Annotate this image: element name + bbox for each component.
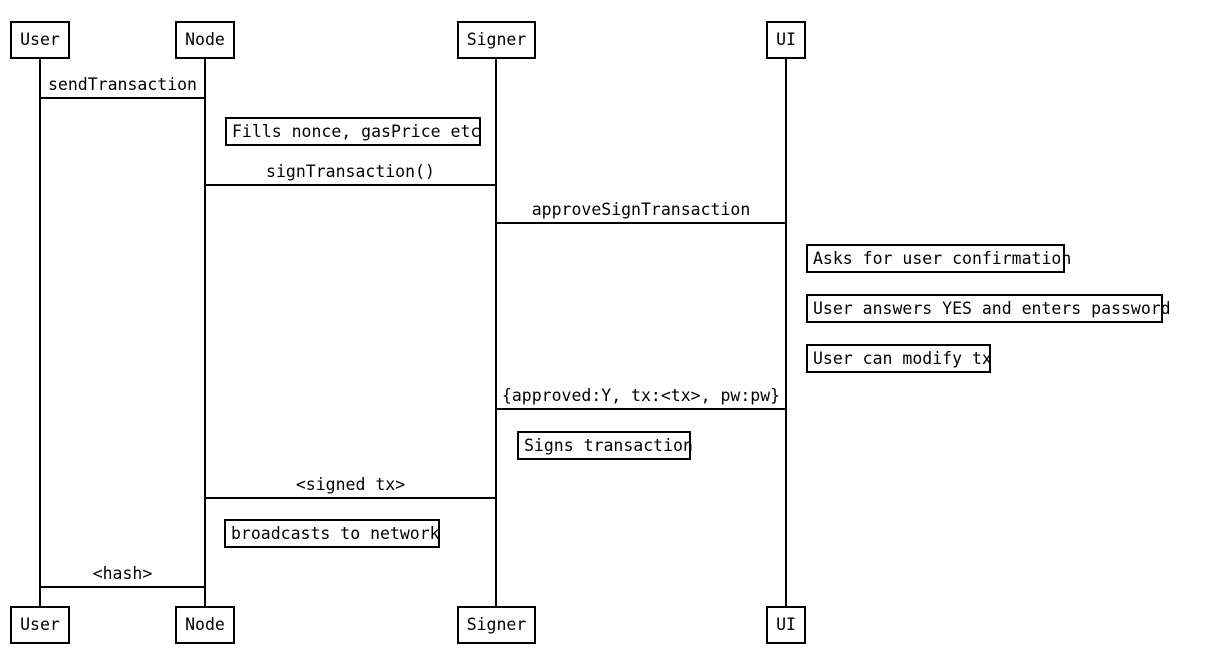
message-line-signed-tx <box>205 497 496 499</box>
message-label-approved-response: {approved:Y, tx:<tx>, pw:pw} <box>501 386 781 405</box>
actor-box-user-top: User <box>10 21 70 59</box>
message-label-send-transaction: sendTransaction <box>47 75 197 94</box>
note-signs-transaction: Signs transaction <box>517 431 693 460</box>
message-label-hash: <hash> <box>92 564 153 583</box>
message-label-signed-tx: <signed tx> <box>295 475 406 494</box>
message-line-approved-response <box>496 408 786 410</box>
actor-box-signer-top: Signer <box>457 21 536 59</box>
message-line-approve-sign-transaction <box>496 222 786 224</box>
user-lifeline <box>39 59 41 606</box>
actor-box-ui-bottom: UI <box>766 606 806 644</box>
message-label-sign-transaction: signTransaction() <box>266 162 435 181</box>
note-fills-nonce: Fills nonce, gasPrice etc <box>225 117 481 146</box>
signer-lifeline <box>495 59 497 606</box>
message-line-hash <box>40 586 205 588</box>
actor-box-node-bottom: Node <box>175 606 235 644</box>
message-line-send-transaction <box>40 97 205 99</box>
message-line-sign-transaction <box>205 184 496 186</box>
actor-box-node-top: Node <box>175 21 235 59</box>
actor-box-user-bottom: User <box>10 606 70 644</box>
note-user-answers-yes: User answers YES and enters password <box>806 294 1171 323</box>
actor-box-ui-top: UI <box>766 21 806 59</box>
note-user-can-modify: User can modify tx <box>806 344 992 373</box>
note-broadcasts-network: broadcasts to network <box>224 519 440 548</box>
note-asks-confirmation: Asks for user confirmation <box>806 244 1071 273</box>
message-label-approve-sign-transaction: approveSignTransaction <box>531 200 751 219</box>
ui-lifeline <box>785 59 787 606</box>
node-lifeline <box>204 59 206 606</box>
actor-box-signer-bottom: Signer <box>457 606 536 644</box>
